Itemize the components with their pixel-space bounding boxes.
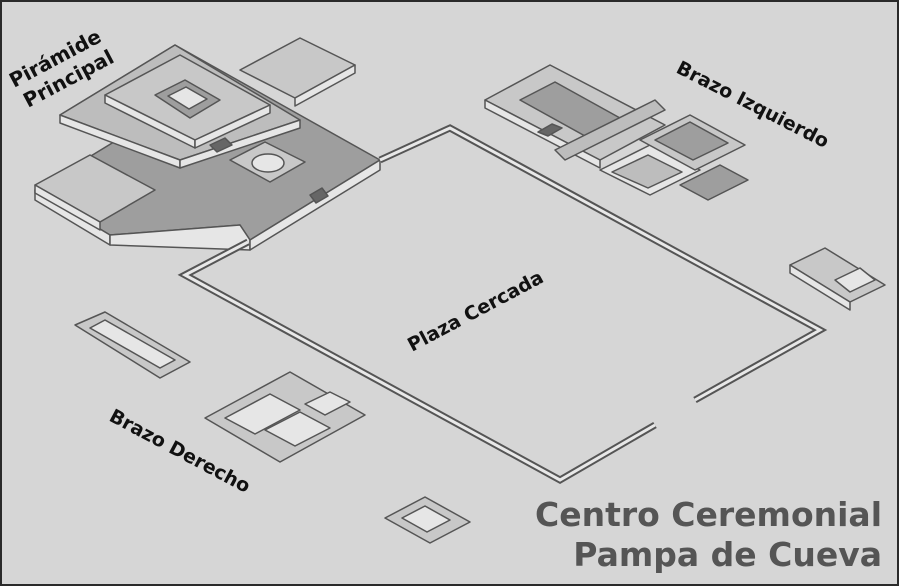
east-small-structure (789, 247, 886, 311)
brazo-izquierdo-structure (484, 64, 749, 201)
title-line1: Centro Ceremonial (535, 495, 882, 534)
plaza-cercada-wall-inner (181, 126, 824, 482)
piramide-principal-structure (34, 37, 381, 251)
title-line2: Pampa de Cueva (573, 535, 882, 574)
brazo-derecho-structure (74, 311, 471, 544)
